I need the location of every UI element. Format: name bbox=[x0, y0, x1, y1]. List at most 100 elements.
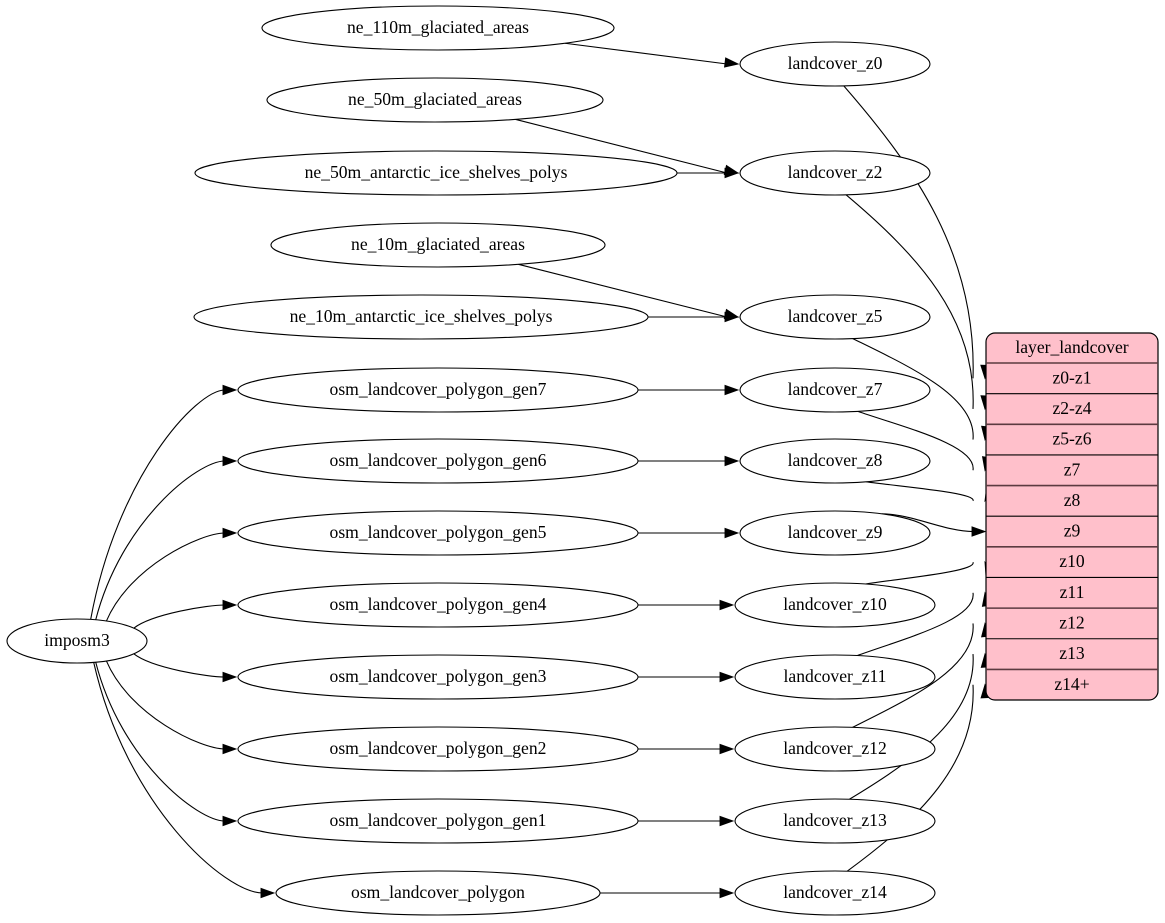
edge-landcover_z5-to-row-z5-z6 bbox=[852, 338, 974, 440]
node-ne_10m_antarctic_ice_shelves_polys[interactable]: ne_10m_antarctic_ice_shelves_polys bbox=[193, 294, 649, 340]
table-row-z13[interactable]: z13 bbox=[1059, 643, 1085, 663]
node-landcover_z9[interactable]: landcover_z9 bbox=[739, 510, 931, 556]
node-osm_landcover_polygon_gen5[interactable]: osm_landcover_polygon_gen5 bbox=[237, 510, 639, 556]
node-label-landcover_z7: landcover_z7 bbox=[788, 379, 883, 399]
node-shape-landcover bbox=[739, 294, 931, 340]
edge-landcover_z0-to-row-z0-z1 bbox=[843, 85, 974, 379]
edge-arrowhead bbox=[222, 527, 238, 539]
node-shape-landcover bbox=[739, 367, 931, 413]
edge-landcover_z9-to-row-z9 bbox=[881, 513, 974, 533]
node-imposm3[interactable]: imposm3 bbox=[6, 618, 148, 664]
node-label-imposm3: imposm3 bbox=[44, 630, 110, 650]
layer-landcover-table[interactable]: layer_landcoverz0-z1z2-z4z5-z6z7z8z9z10z… bbox=[985, 332, 1159, 701]
node-landcover_z5[interactable]: landcover_z5 bbox=[739, 294, 931, 340]
table-row-z14+[interactable]: z14+ bbox=[1054, 674, 1089, 694]
node-osm_landcover_polygon_gen1[interactable]: osm_landcover_polygon_gen1 bbox=[237, 798, 639, 844]
node-shape-source bbox=[6, 618, 148, 664]
node-label-ne_10m_glaciated_areas: ne_10m_glaciated_areas bbox=[351, 234, 525, 254]
node-label-ne_110m_glaciated_areas: ne_110m_glaciated_areas bbox=[347, 17, 529, 37]
edge-arrowhead bbox=[724, 57, 740, 68]
node-label-osm_landcover_polygon_gen2: osm_landcover_polygon_gen2 bbox=[330, 738, 547, 758]
edge-imposm3-to-osm_landcover_polygon_gen7 bbox=[90, 389, 226, 620]
node-shape-landcover bbox=[734, 870, 936, 916]
edges-layer bbox=[90, 42, 996, 899]
node-label-landcover_z14: landcover_z14 bbox=[783, 882, 887, 902]
node-shape-natural-earth bbox=[266, 77, 604, 123]
table-row-z11[interactable]: z11 bbox=[1060, 582, 1085, 602]
edge-landcover_z11-to-row-z11 bbox=[857, 592, 974, 657]
edge-imposm3-to-osm_landcover_polygon_gen3 bbox=[133, 653, 226, 678]
edge-arrowhead bbox=[222, 455, 238, 467]
table-row-z12[interactable]: z12 bbox=[1059, 612, 1084, 632]
edge-landcover_z8-to-row-z8 bbox=[866, 481, 974, 502]
node-landcover_z2[interactable]: landcover_z2 bbox=[739, 150, 931, 196]
table-row-z10[interactable]: z10 bbox=[1059, 551, 1085, 571]
node-osm_landcover_polygon_gen3[interactable]: osm_landcover_polygon_gen3 bbox=[237, 654, 639, 700]
edge-ne_50m_glaciated_areas-to-landcover_z2 bbox=[515, 118, 728, 174]
node-ne_50m_antarctic_ice_shelves_polys[interactable]: ne_50m_antarctic_ice_shelves_polys bbox=[194, 150, 678, 196]
table-row-z5-z6[interactable]: z5-z6 bbox=[1052, 429, 1091, 449]
node-shape-landcover bbox=[739, 510, 931, 556]
node-shape-landcover bbox=[739, 150, 931, 196]
node-landcover_z10[interactable]: landcover_z10 bbox=[734, 582, 936, 628]
node-label-ne_50m_glaciated_areas: ne_50m_glaciated_areas bbox=[348, 89, 522, 109]
table-row-z9[interactable]: z9 bbox=[1064, 521, 1081, 541]
edge-arrowhead bbox=[971, 526, 987, 537]
node-landcover_z7[interactable]: landcover_z7 bbox=[739, 367, 931, 413]
node-label-osm_landcover_polygon_gen6: osm_landcover_polygon_gen6 bbox=[330, 450, 547, 470]
node-osm_landcover_polygon[interactable]: osm_landcover_polygon bbox=[275, 870, 601, 916]
node-label-ne_50m_antarctic_ice_shelves_polys: ne_50m_antarctic_ice_shelves_polys bbox=[305, 162, 568, 182]
edge-ne_10m_glaciated_areas-to-landcover_z5 bbox=[518, 263, 728, 318]
edge-imposm3-to-osm_landcover_polygon_gen5 bbox=[105, 532, 226, 622]
node-label-landcover_z5: landcover_z5 bbox=[788, 306, 883, 326]
node-landcover_z11[interactable]: landcover_z11 bbox=[734, 654, 936, 700]
node-landcover_z14[interactable]: landcover_z14 bbox=[734, 870, 936, 916]
node-label-osm_landcover_polygon_gen7: osm_landcover_polygon_gen7 bbox=[330, 379, 547, 399]
node-label-landcover_z10: landcover_z10 bbox=[783, 594, 887, 614]
node-shape-landcover bbox=[739, 438, 931, 484]
edge-arrowhead bbox=[724, 167, 740, 179]
node-shape-osm bbox=[237, 438, 639, 484]
node-label-landcover_z2: landcover_z2 bbox=[788, 162, 883, 182]
edge-arrowhead bbox=[719, 743, 735, 755]
node-shape-landcover bbox=[734, 582, 936, 628]
node-shape-osm bbox=[237, 654, 639, 700]
node-landcover_z13[interactable]: landcover_z13 bbox=[734, 798, 936, 844]
table-row-z8[interactable]: z8 bbox=[1064, 490, 1081, 510]
edge-imposm3-to-osm_landcover_polygon_gen2 bbox=[105, 660, 226, 750]
node-ne_110m_glaciated_areas[interactable]: ne_110m_glaciated_areas bbox=[261, 5, 615, 51]
node-label-osm_landcover_polygon: osm_landcover_polygon bbox=[351, 882, 525, 902]
edge-arrowhead bbox=[719, 815, 735, 827]
edge-arrowhead bbox=[222, 815, 238, 827]
edge-arrowhead bbox=[260, 887, 276, 899]
node-shape-osm bbox=[237, 726, 639, 772]
node-landcover_z12[interactable]: landcover_z12 bbox=[734, 726, 936, 772]
table-row-z2-z4[interactable]: z2-z4 bbox=[1052, 398, 1091, 418]
node-ne_50m_glaciated_areas[interactable]: ne_50m_glaciated_areas bbox=[266, 77, 604, 123]
node-shape-natural-earth bbox=[261, 5, 615, 51]
node-shape-landcover bbox=[734, 726, 936, 772]
table-row-z7[interactable]: z7 bbox=[1064, 459, 1081, 479]
node-landcover_z8[interactable]: landcover_z8 bbox=[739, 438, 931, 484]
node-label-landcover_z0: landcover_z0 bbox=[788, 53, 883, 73]
edge-arrowhead bbox=[719, 599, 735, 611]
node-osm_landcover_polygon_gen7[interactable]: osm_landcover_polygon_gen7 bbox=[237, 367, 639, 413]
node-label-ne_10m_antarctic_ice_shelves_polys: ne_10m_antarctic_ice_shelves_polys bbox=[290, 306, 553, 326]
node-shape-osm bbox=[237, 510, 639, 556]
node-ne_10m_glaciated_areas[interactable]: ne_10m_glaciated_areas bbox=[270, 222, 606, 268]
edge-arrowhead bbox=[719, 671, 735, 683]
node-osm_landcover_polygon_gen6[interactable]: osm_landcover_polygon_gen6 bbox=[237, 438, 639, 484]
edge-arrowhead bbox=[724, 527, 740, 539]
edge-ne_110m_glaciated_areas-to-landcover_z0 bbox=[564, 42, 728, 65]
node-osm_landcover_polygon_gen4[interactable]: osm_landcover_polygon_gen4 bbox=[237, 582, 639, 628]
node-label-landcover_z9: landcover_z9 bbox=[788, 522, 883, 542]
node-osm_landcover_polygon_gen2[interactable]: osm_landcover_polygon_gen2 bbox=[237, 726, 639, 772]
node-landcover_z0[interactable]: landcover_z0 bbox=[739, 41, 931, 87]
edge-arrowhead bbox=[724, 384, 740, 396]
edge-arrowhead bbox=[222, 599, 238, 611]
node-shape-natural-earth bbox=[270, 222, 606, 268]
table-row-z0-z1[interactable]: z0-z1 bbox=[1052, 367, 1091, 387]
edge-landcover_z13-to-row-z13 bbox=[849, 654, 974, 800]
